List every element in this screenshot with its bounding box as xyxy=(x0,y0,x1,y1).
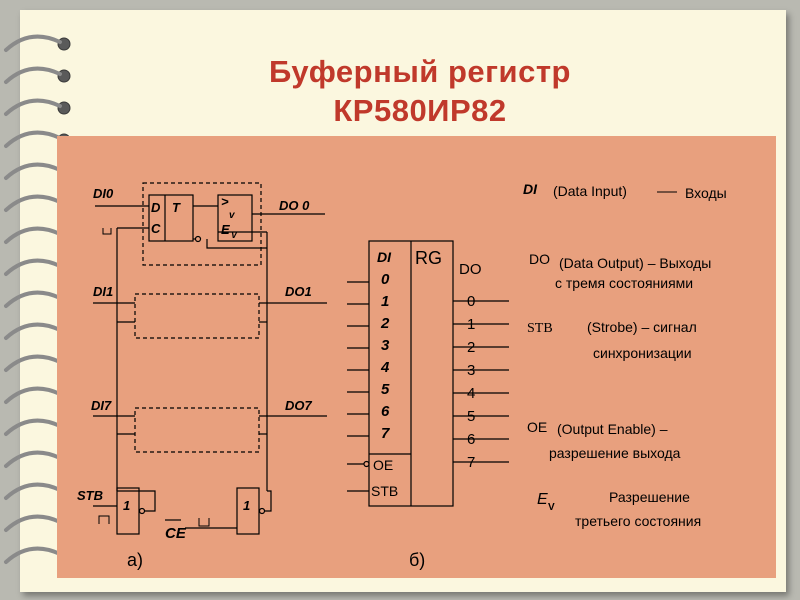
buffer-block xyxy=(217,194,253,242)
label-oe: OE xyxy=(373,457,393,473)
legend-do-abbr: DO xyxy=(529,251,550,267)
legend: DI (Data Input) Входы DO (Data Output) –… xyxy=(523,181,727,529)
legend-do-line2: с тремя состояниями xyxy=(555,275,693,291)
label-stb-b: STB xyxy=(371,483,398,499)
legend-di-abbr: DI xyxy=(523,181,538,197)
di-pin-4: 4 xyxy=(380,359,390,376)
legend-ev-text: Разрешение xyxy=(609,489,690,505)
do-pin-1: 1 xyxy=(467,316,475,333)
legend-do-text: (Data Output) – Выходы xyxy=(559,255,711,271)
bit0-frame xyxy=(142,182,262,266)
di-pin-6: 6 xyxy=(381,403,390,420)
legend-stb-text: (Strobe) – сигнал xyxy=(587,319,697,335)
do-pin-5: 5 xyxy=(467,408,475,425)
label-di1: DI1 xyxy=(93,284,113,299)
diagram-a xyxy=(93,182,327,535)
do-pin-2: 2 xyxy=(467,339,475,356)
bit7-frame xyxy=(134,407,260,453)
diagram-panel: DI0 DI1 DI7 DO 0 DO1 DO7 D T C > v E V S… xyxy=(57,136,776,578)
legend-oe-line2: разрешение выхода xyxy=(549,445,681,461)
legend-stb-line2: синхронизации xyxy=(593,345,692,361)
label-buffer-gt: > xyxy=(221,194,229,209)
label-di7: DI7 xyxy=(91,398,112,413)
label-do1: DO1 xyxy=(285,284,312,299)
legend-oe-text: (Output Enable) – xyxy=(557,421,668,437)
di-pin-0: 0 xyxy=(381,271,390,288)
caption-b: б) xyxy=(409,550,425,570)
legend-ev-abbr: E xyxy=(537,491,548,508)
legend-ev-line2: третьего состояния xyxy=(575,513,701,529)
di-pin-3: 3 xyxy=(381,337,390,354)
latch-block xyxy=(148,194,194,242)
di-pin-2: 2 xyxy=(380,315,390,332)
label-stb: STB xyxy=(77,488,103,503)
label-latch-c: C xyxy=(151,221,161,236)
legend-stb-abbr: STB xyxy=(527,321,553,336)
legend-di-meaning: Входы xyxy=(685,185,727,201)
label-ce-gate-1: 1 xyxy=(243,498,250,513)
label-do-header: DO xyxy=(459,261,482,278)
label-buffer-e: E xyxy=(221,222,230,237)
do-pin-0: 0 xyxy=(467,293,475,310)
do-pin-3: 3 xyxy=(467,362,475,379)
label-do0: DO 0 xyxy=(279,198,310,213)
diagram-b-labels: DI RG DO 0 1 2 3 4 5 6 7 0 1 2 3 xyxy=(371,248,482,499)
caption-a: а) xyxy=(127,550,143,570)
label-di-header: DI xyxy=(377,249,392,265)
bit1-frame xyxy=(134,293,260,339)
label-latch-t: T xyxy=(172,200,181,215)
legend-ev-sub: V xyxy=(548,502,555,513)
di-pin-5: 5 xyxy=(381,381,390,398)
title-line-2: КР580ИР82 xyxy=(333,93,507,128)
label-ce: CE xyxy=(165,525,187,542)
label-rg-header: RG xyxy=(415,248,442,268)
diagram-a-labels: DI0 DI1 DI7 DO 0 DO1 DO7 D T C > v E V S… xyxy=(77,186,313,542)
title-line-1: Буферный регистр xyxy=(269,54,571,89)
di-pin-7: 7 xyxy=(381,425,390,442)
label-latch-d: D xyxy=(151,200,161,215)
do-pin-4: 4 xyxy=(467,385,475,402)
do-pin-6: 6 xyxy=(467,431,475,448)
legend-oe-abbr: OE xyxy=(527,419,547,435)
label-buffer-v: v xyxy=(229,210,236,221)
di-pin-1: 1 xyxy=(381,293,389,310)
register-diagram: DI0 DI1 DI7 DO 0 DO1 DO7 D T C > v E V S… xyxy=(77,181,727,570)
do-pin-7: 7 xyxy=(467,454,475,471)
label-buffer-e-sub: V xyxy=(231,230,238,240)
slide-title: Буферный регистр КР580ИР82 xyxy=(160,52,680,130)
label-stb-gate-1: 1 xyxy=(123,498,130,513)
label-do7: DO7 xyxy=(285,398,313,413)
legend-di-text: (Data Input) xyxy=(553,183,627,199)
diagram-b xyxy=(347,240,509,507)
label-di0: DI0 xyxy=(93,186,114,201)
